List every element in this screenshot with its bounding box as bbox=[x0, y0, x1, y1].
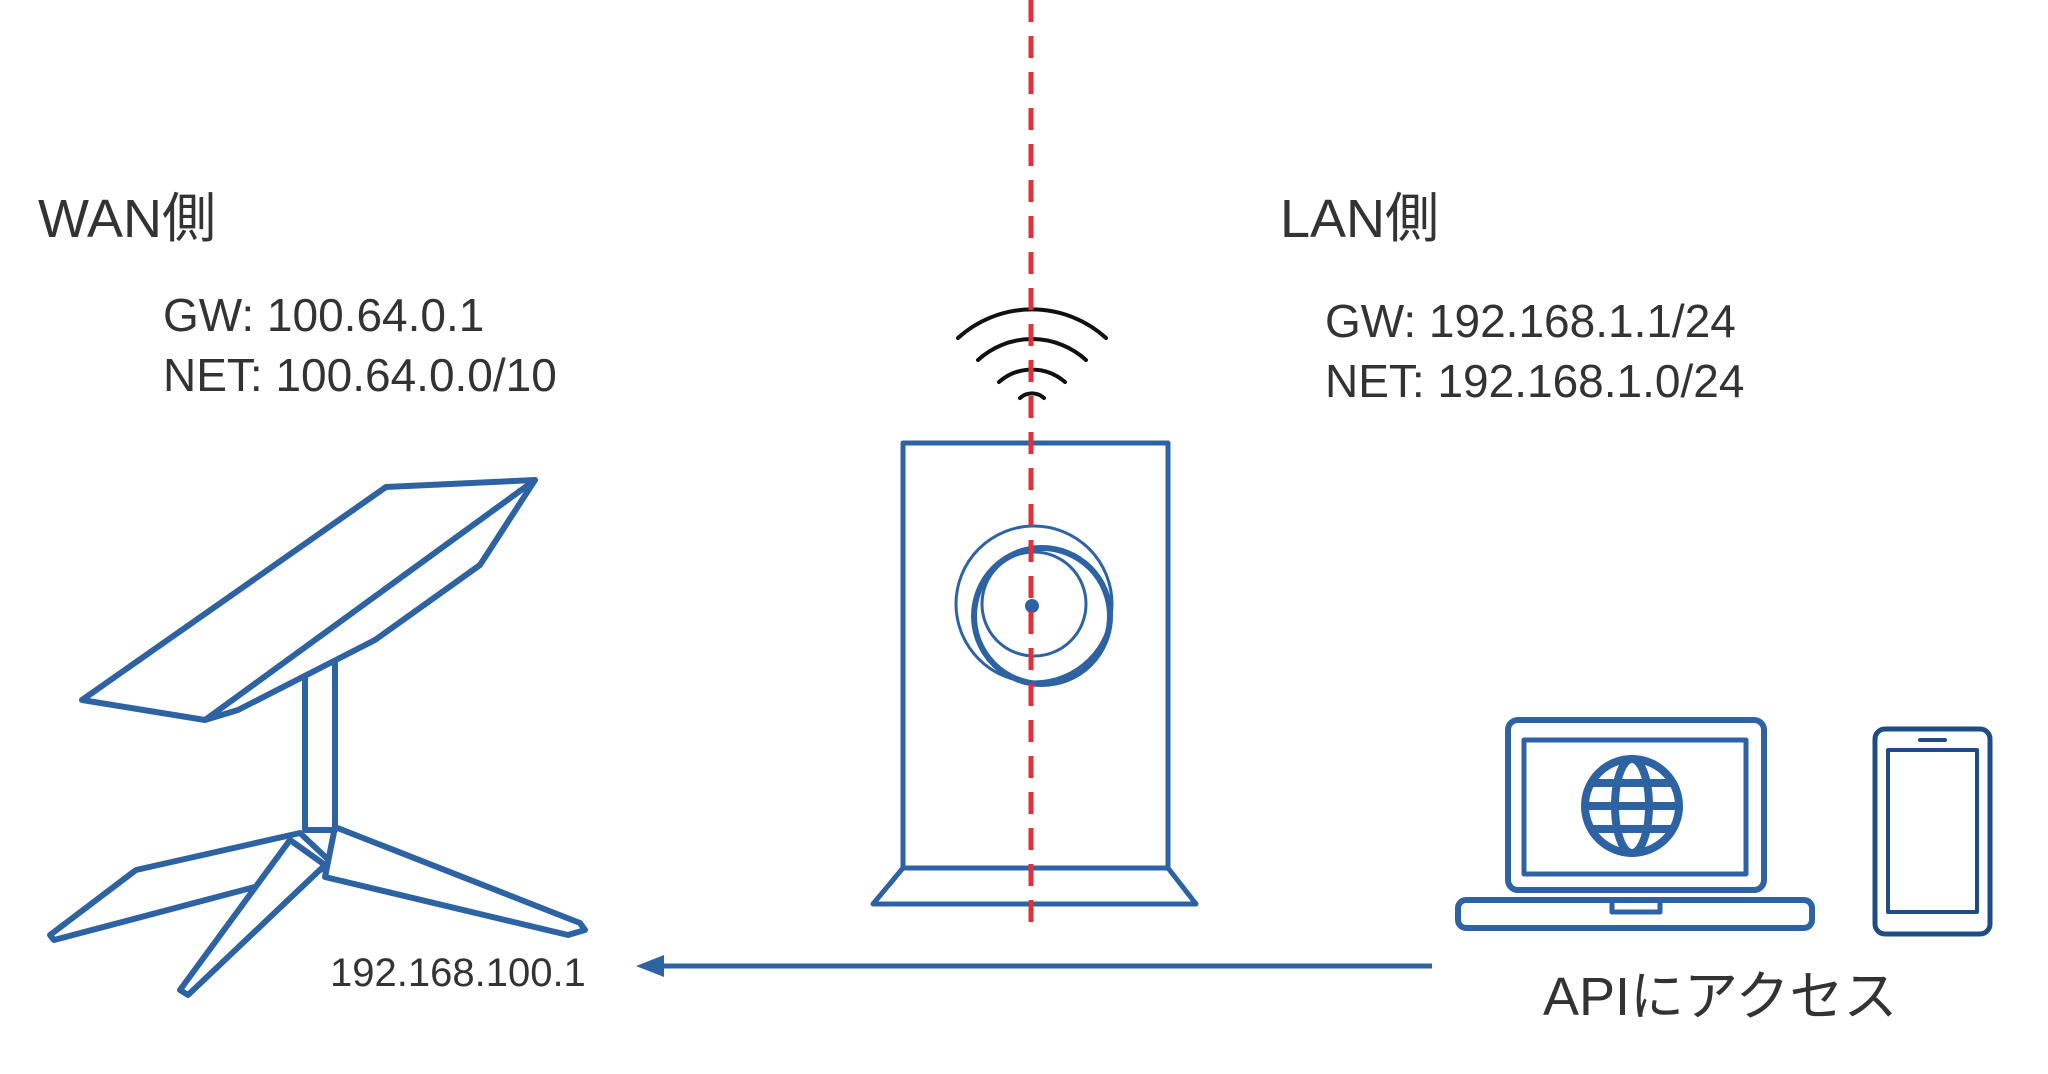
lan-network-info: GW: 192.168.1.1/24 NET: 192.168.1.0/24 bbox=[1325, 298, 1744, 418]
wan-gateway: GW: 100.64.0.1 bbox=[163, 289, 485, 341]
api-access-label: APIにアクセス bbox=[1543, 967, 1898, 1027]
satellite-dish-icon bbox=[47, 477, 588, 998]
lan-network: NET: 192.168.1.0/24 bbox=[1325, 355, 1745, 407]
wifi-icon bbox=[956, 307, 1108, 400]
globe-icon bbox=[1581, 755, 1683, 857]
router-icon bbox=[870, 440, 1199, 907]
smartphone-icon bbox=[1872, 726, 1993, 937]
lan-heading: LAN側 bbox=[1280, 189, 1440, 249]
wan-network: NET: 100.64.0.0/10 bbox=[163, 349, 557, 401]
arrow-left-icon bbox=[636, 955, 1432, 977]
dish-ip-label: 192.168.100.1 bbox=[330, 951, 586, 995]
wan-heading: WAN側 bbox=[38, 189, 216, 249]
lan-gateway: GW: 192.168.1.1/24 bbox=[1325, 295, 1736, 347]
wan-network-info: GW: 100.64.0.1 NET: 100.64.0.0/10 bbox=[163, 292, 557, 412]
laptop-icon bbox=[1455, 717, 1815, 931]
